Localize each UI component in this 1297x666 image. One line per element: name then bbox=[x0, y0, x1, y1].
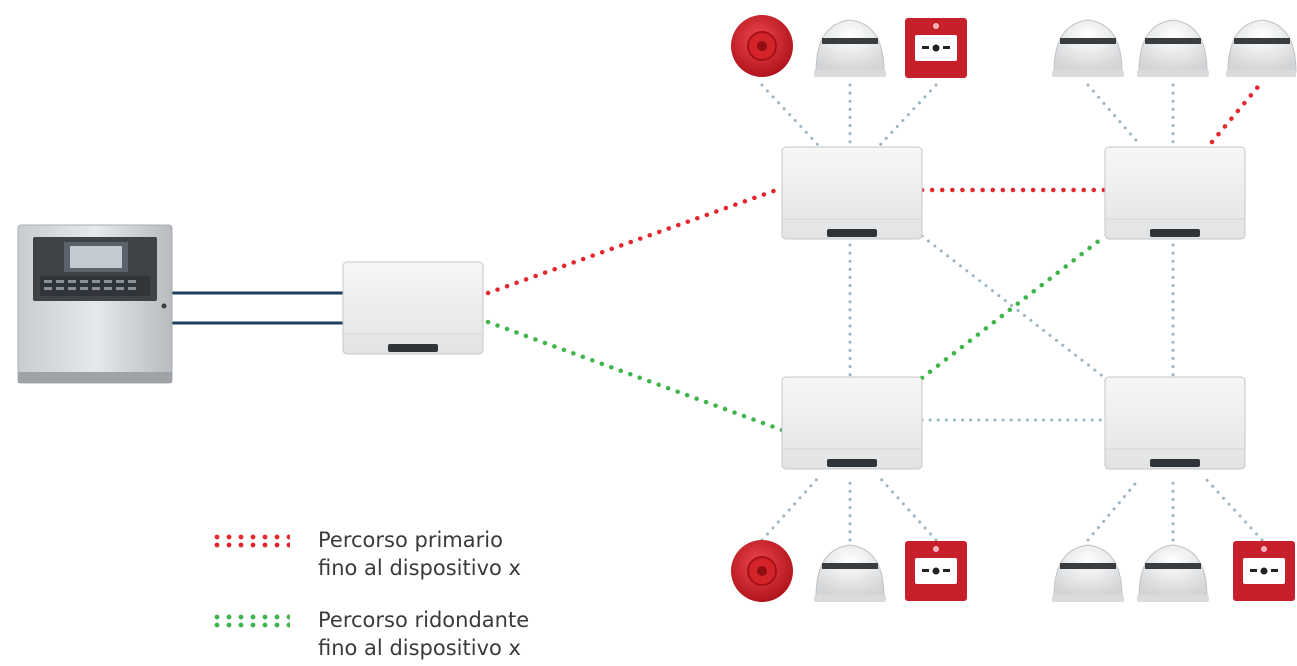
sounder-top bbox=[731, 15, 793, 77]
loop-cables bbox=[168, 291, 346, 325]
legend-text-redundant: Percorso ridondante fino al dispositivo … bbox=[318, 606, 529, 662]
manual-call-point-bottom-1 bbox=[905, 541, 967, 601]
loop-module-top-right bbox=[1104, 146, 1246, 240]
manual-call-point-bottom-2 bbox=[1233, 541, 1295, 601]
smoke-detector-top-1 bbox=[814, 19, 886, 77]
primary-path bbox=[485, 79, 1265, 296]
legend-item-redundant: Percorso ridondante fino al dispositivo … bbox=[214, 606, 529, 662]
loop-module-central bbox=[342, 261, 484, 355]
legend-item-primary: Percorso primario fino al dispositivo x bbox=[214, 526, 521, 582]
loop-module-top-left bbox=[781, 146, 923, 240]
smoke-detector-bottom-3 bbox=[1137, 544, 1209, 602]
manual-call-point-top bbox=[905, 18, 967, 78]
smoke-detector-top-2 bbox=[1052, 19, 1124, 77]
loop-module-bottom-left bbox=[781, 376, 923, 470]
fire-alarm-control-panel bbox=[17, 224, 173, 384]
legend-swatch-red bbox=[214, 534, 290, 548]
legend-swatch-green bbox=[214, 614, 290, 628]
redundant-path bbox=[485, 233, 1108, 433]
smoke-detector-top-4 bbox=[1226, 19, 1297, 77]
smoke-detector-bottom-1 bbox=[814, 544, 886, 602]
legend-primary-line-1: Percorso primario bbox=[318, 528, 503, 552]
legend-redundant-line-1: Percorso ridondante bbox=[318, 608, 530, 632]
standard-links bbox=[760, 83, 1264, 542]
smoke-detector-top-3 bbox=[1137, 19, 1209, 77]
loop-module-bottom-right bbox=[1104, 376, 1246, 470]
smoke-detector-bottom-2 bbox=[1052, 544, 1124, 602]
legend-primary-line-2: fino al dispositivo x bbox=[318, 556, 521, 580]
legend-text-primary: Percorso primario fino al dispositivo x bbox=[318, 526, 521, 582]
legend-redundant-line-2: fino al dispositivo x bbox=[318, 636, 521, 660]
sounder-bottom bbox=[731, 540, 793, 602]
